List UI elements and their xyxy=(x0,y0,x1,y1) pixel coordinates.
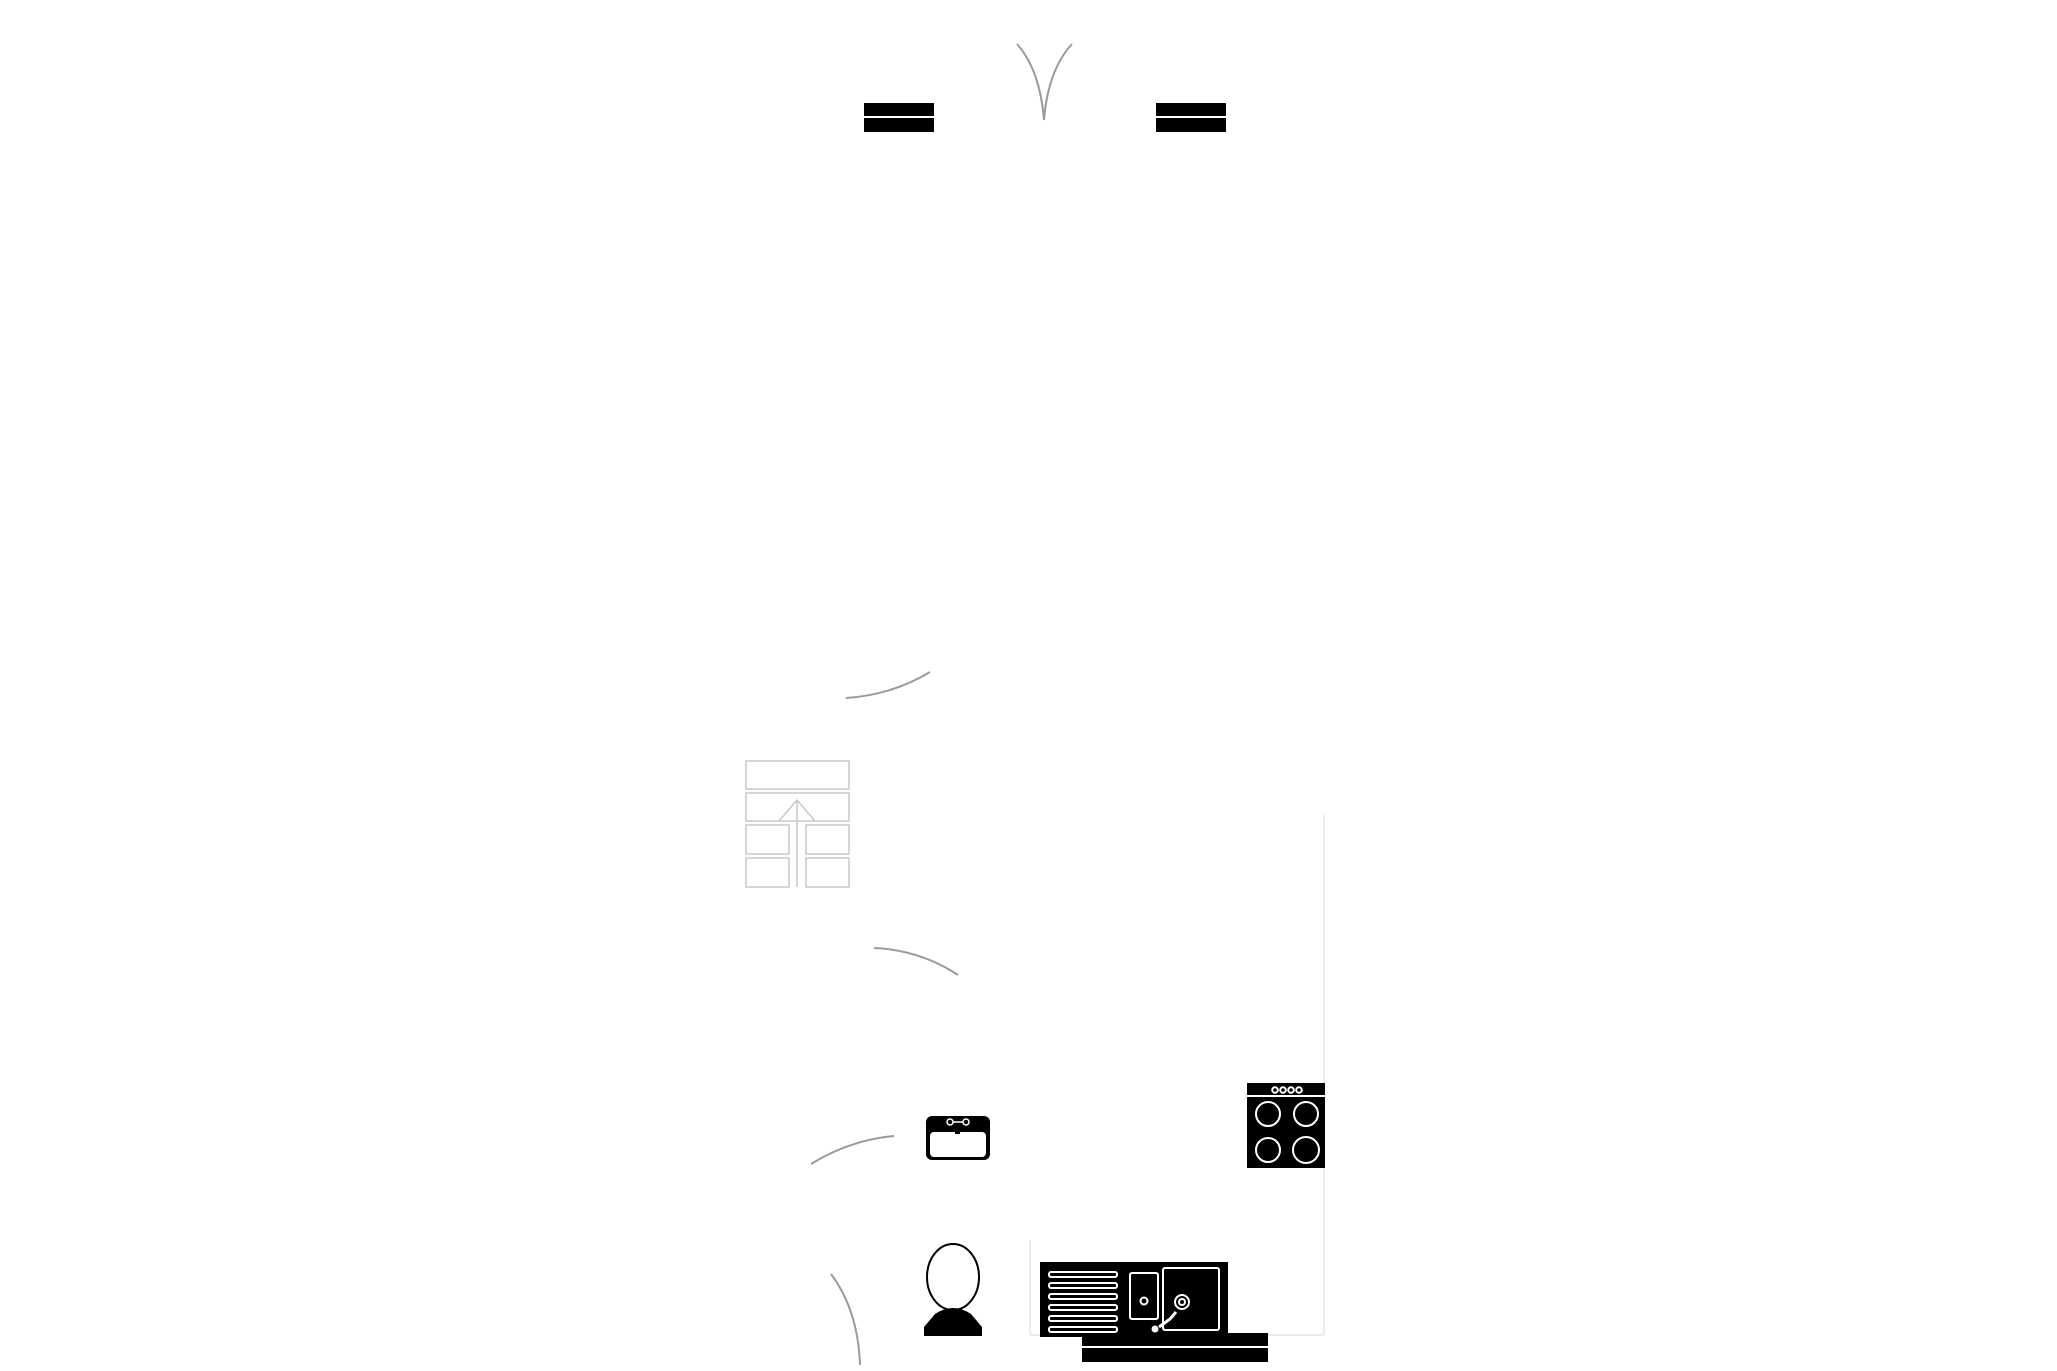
toilet-icon xyxy=(924,1243,982,1336)
stove-icon xyxy=(1247,1083,1325,1168)
door-swing-entry-left xyxy=(1016,43,1045,121)
door-swing-wc xyxy=(830,1273,861,1366)
stairs-icon xyxy=(745,760,850,888)
door-swing-hall xyxy=(845,671,931,699)
door-swing-bathroom xyxy=(810,1135,895,1165)
window-top-left xyxy=(864,103,934,132)
window-bottom xyxy=(1082,1333,1268,1362)
kitchen-sink-icon xyxy=(1040,1262,1228,1337)
door-swing-entry-right xyxy=(1043,43,1073,121)
window-top-right xyxy=(1156,103,1226,132)
door-swing-landing xyxy=(873,947,959,976)
kitchen-partition xyxy=(1029,815,1325,1336)
sink-icon xyxy=(926,1116,990,1160)
